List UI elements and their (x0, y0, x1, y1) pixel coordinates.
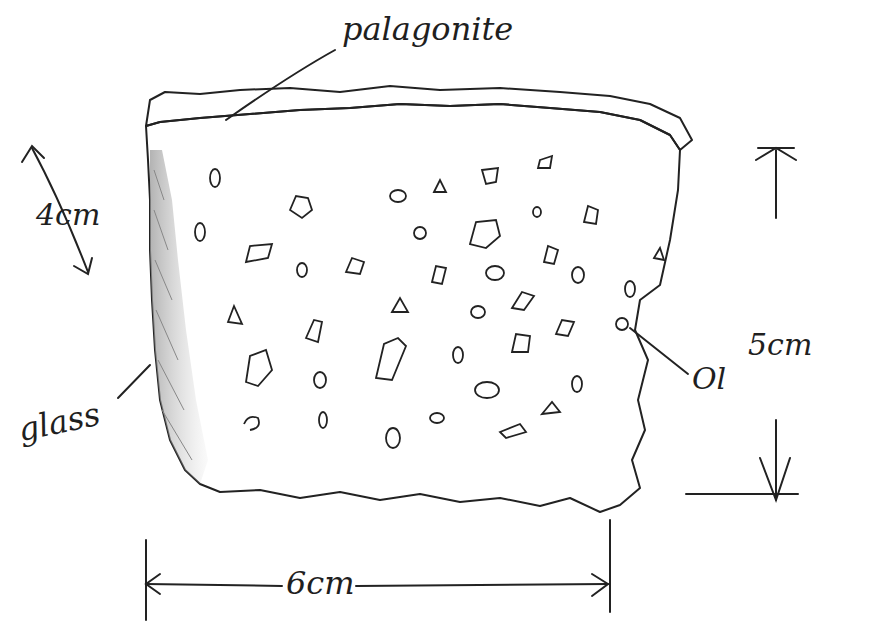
glass-hatching (154, 170, 192, 460)
dimension-label: 5cm (748, 328, 812, 361)
rock-outline (146, 104, 680, 512)
olivine-crystals (195, 156, 664, 448)
leaders-and-dimensions (22, 50, 798, 620)
rind-label: palagonite (342, 12, 513, 47)
dimension-label: 6cm (286, 566, 355, 601)
rim-label: glass (15, 397, 103, 449)
glass-rim (150, 150, 208, 484)
mineral-label: Ol (692, 362, 726, 395)
dimension-label: 4cm (36, 198, 100, 231)
